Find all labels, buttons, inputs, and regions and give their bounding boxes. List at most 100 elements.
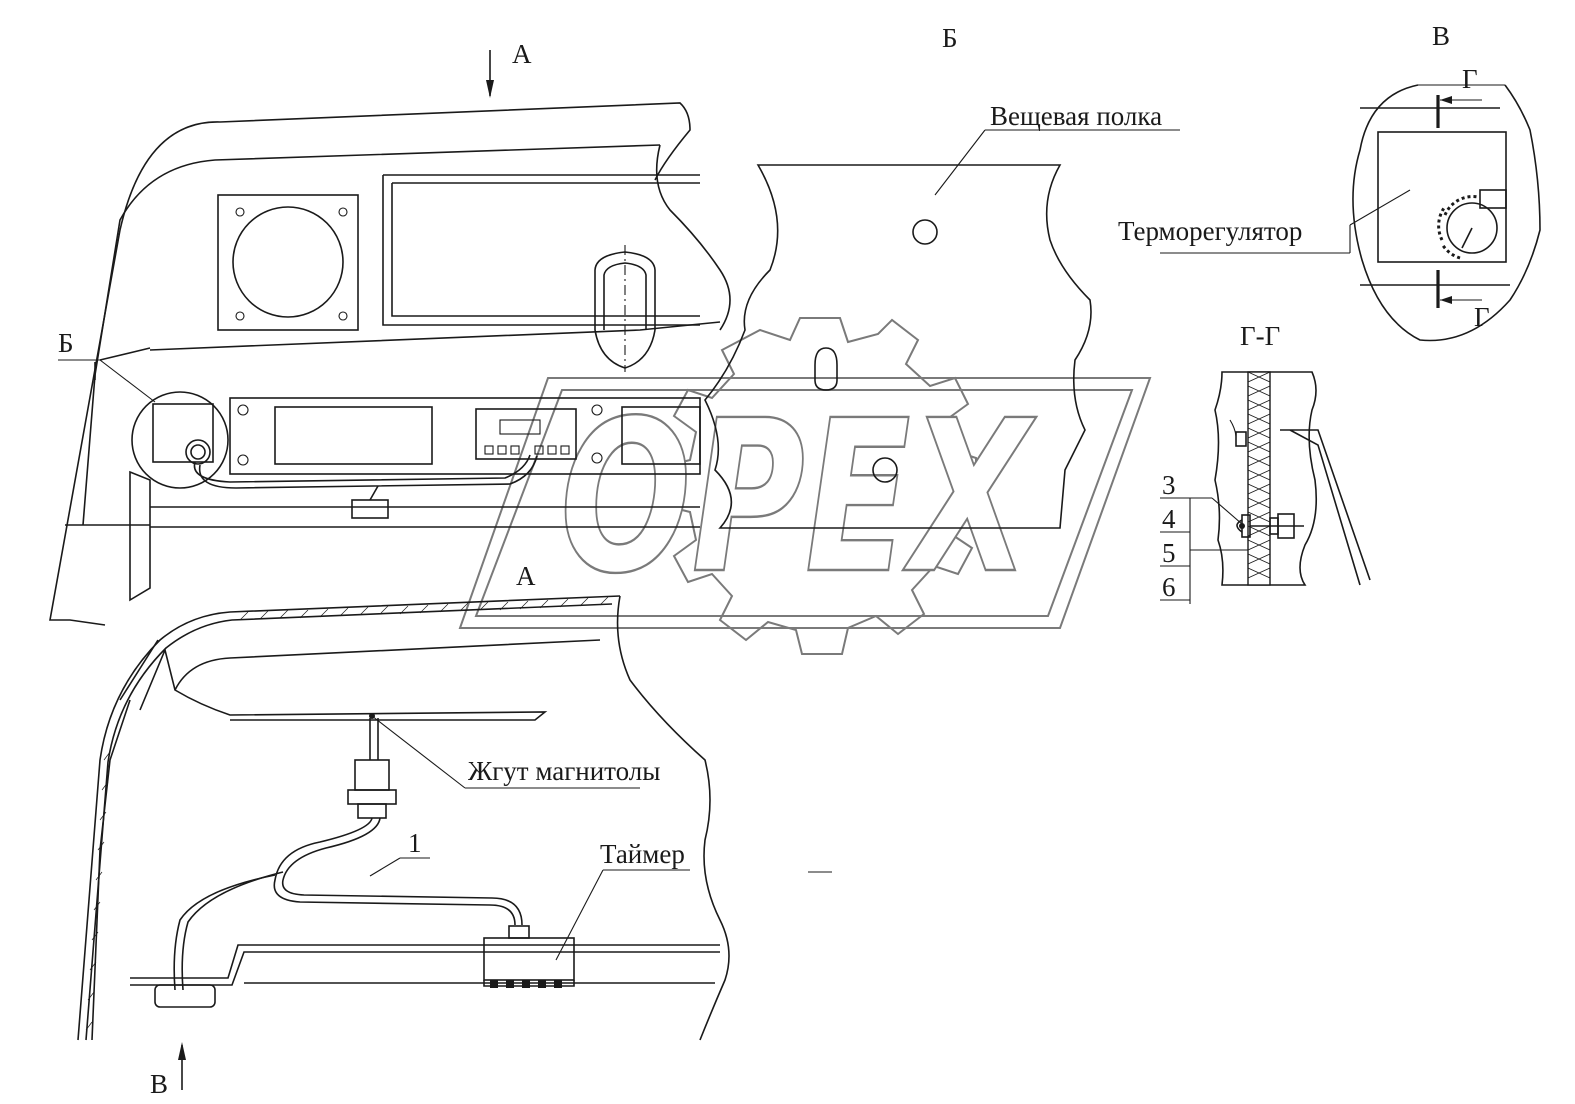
glovebox-outer [382,174,700,326]
cable-branch-1 [173,874,276,991]
interior-breakline [616,595,730,1041]
panel-screw-4 [591,452,603,464]
speaker-frame [217,194,359,331]
cable-main-2 [281,817,523,926]
view-a-dashboard: Б [49,50,731,626]
speaker-cone [232,206,344,318]
section-hatch [1247,371,1271,579]
roof-outer-2 [85,603,613,1041]
cable-branch-2 [181,871,284,991]
leader-b [99,359,156,403]
timer-display [499,419,541,435]
watermark-gear [665,317,977,655]
label-section-g-top: Г [1462,64,1478,94]
thermostat-pointer [1461,227,1473,249]
bolt-head [1236,519,1243,533]
beam-end [129,470,151,602]
harness-connector-top [354,759,390,791]
detail-b-circle [131,391,229,489]
handle-inner [603,262,647,330]
cable-main-1 [273,817,516,926]
label-view-v-title: В [1432,21,1450,51]
harness-connector-mid [347,789,397,805]
cab-break-line [655,144,731,331]
leader-shelf [934,129,986,196]
label-section-g-bottom: Г [1474,302,1490,332]
harness-connector-bot [357,803,387,819]
section-clip [1235,431,1247,447]
label-view-b-callout: Б [58,328,74,358]
shelf-hole-2 [872,457,898,483]
view-v-arrow-head [178,1042,186,1060]
wire-connector [351,499,389,519]
wire-drop [369,485,379,501]
thermostat-knob-inner [190,444,206,460]
shelf-outline [704,164,1092,529]
cab-outline-top [49,102,691,626]
watermark-logo: OPEX [458,317,1152,655]
watermark-badge-inner [474,389,1134,617]
roof-hatch [85,596,609,1031]
panel-slot-right [621,406,701,465]
part-number-3: 3 [1162,470,1176,500]
thermostat-body [152,403,214,463]
floor-rail-top-2 [130,951,720,986]
label-harness: Жгут магнитолы [468,756,660,786]
thermostat-bottom-unit [154,984,216,1008]
speaker-screw-4 [338,311,348,321]
leader-1 [369,857,401,877]
label-view-a-bottom: А [516,561,536,591]
thermostat-tab [1479,189,1507,209]
shelf-hole-1 [912,219,938,245]
leader-3-diag [1211,497,1243,525]
timer-bottom-buttons [490,980,562,988]
part-number-4: 4 [1162,504,1176,534]
view-v-breakline [1352,84,1541,342]
speaker-screw-2 [338,207,348,217]
label-view-v-bottom: В [150,1069,168,1099]
section-gg: 3 4 5 6 [1160,371,1371,604]
pillar-step [94,347,151,380]
pillar-inner [91,699,131,1041]
section-bracket [1280,429,1371,586]
leader-timer [555,869,604,961]
watermark-text: OPEX [560,375,1037,620]
view-v-thermostat: Терморегулятор [1118,84,1541,342]
leader-thermostat [1349,189,1411,226]
section-gg-breakline [1214,371,1318,586]
speaker-screw-1 [235,207,245,217]
panel-slot-left [274,406,433,465]
timer-connector [508,925,530,939]
part-number-6: 6 [1162,572,1176,602]
leader-harness [371,715,466,789]
watermark-badge-outer [458,377,1152,629]
label-view-b-title: Б [942,23,958,53]
roof-liner [119,639,548,721]
label-thermostat: Терморегулятор [1118,216,1302,246]
panel-screw-1 [237,404,249,416]
glovebox-inner [391,182,700,317]
speaker-screw-3 [235,311,245,321]
thermostat-scale [1437,195,1479,260]
view-a-interior: Жгут магнитолы 1 Таймер [77,595,730,1090]
panel-screw-2 [237,454,249,466]
panel-screw-3 [591,404,603,416]
label-part-1: 1 [408,828,422,858]
bolt-point [1239,523,1245,529]
wire-harness-2 [198,455,538,489]
timer-device-front [475,408,577,460]
label-timer: Таймер [600,839,685,869]
label-shelf: Вещевая полка [990,101,1162,131]
roof-inner [174,639,601,691]
label-section-gg: Г-Г [1240,321,1280,351]
shelf-slot [814,347,838,391]
thermostat-dial [1446,202,1498,254]
label-view-a-top: А [512,39,532,69]
cab-inner-outline [82,144,661,526]
timer-buttons [484,445,570,455]
section-clip-wire [1229,419,1237,437]
floor-rail-top [130,944,720,979]
view-b-shelf: Вещевая полка [704,101,1180,529]
view-a-arrow-head [486,80,494,98]
